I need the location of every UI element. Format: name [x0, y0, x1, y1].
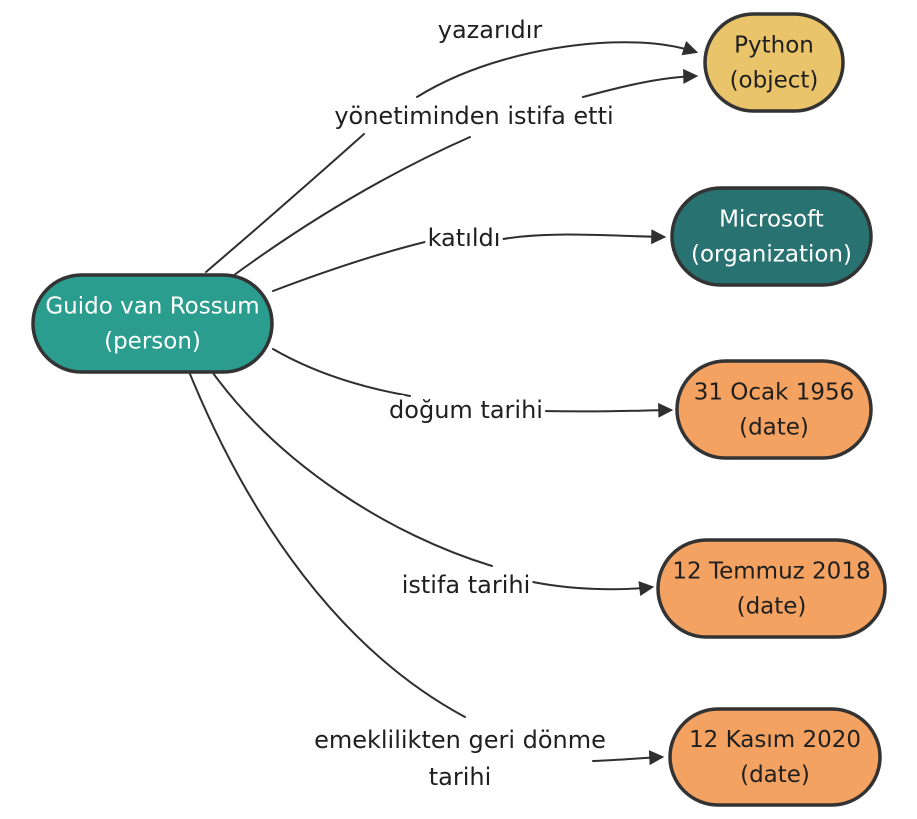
node-title: Microsoft — [719, 207, 824, 233]
edge-istifa-tarihi — [212, 372, 652, 589]
node-title: Guido van Rossum — [45, 294, 259, 320]
edge-label-emeklilikten-line2: tarihi — [429, 763, 492, 791]
node-shape — [31, 273, 274, 374]
edge-yonetiminden-istifa-etti — [229, 76, 696, 279]
node-type: (organization) — [691, 242, 852, 268]
edge-label-istifa-tarihi: istifa tarihi — [402, 571, 531, 599]
edge-label-yonetiminden-istifa-etti: yönetiminden istifa etti — [334, 102, 613, 130]
node-12-kasim-2020: 12 Kasım 2020 (date) — [668, 707, 882, 807]
node-title: 12 Kasım 2020 — [689, 727, 861, 753]
node-type: (person) — [104, 329, 201, 355]
edge-label-yazaridir: yazarıdır — [438, 16, 543, 44]
node-shape — [675, 359, 873, 460]
node-12-temmuz-2018: 12 Temmuz 2018 (date) — [656, 538, 887, 639]
edge-label-katildi: katıldı — [428, 224, 501, 252]
node-type: (date) — [740, 762, 810, 788]
node-guido-van-rossum: Guido van Rossum (person) — [31, 273, 274, 374]
edge-yazaridir — [205, 42, 696, 273]
node-python: Python (object) — [703, 12, 845, 113]
node-title: 12 Temmuz 2018 — [672, 559, 870, 585]
node-microsoft: Microsoft (organization) — [670, 186, 873, 287]
node-31-ocak-1956: 31 Ocak 1956 (date) — [675, 359, 873, 460]
node-type: (date) — [739, 415, 809, 441]
node-title: Python — [734, 33, 814, 59]
node-shape — [670, 186, 873, 287]
node-type: (date) — [737, 594, 807, 620]
node-title: 31 Ocak 1956 — [694, 380, 855, 406]
node-type: (object) — [730, 68, 819, 94]
edge-label-emeklilikten-line1: emeklilikten geri dönme — [314, 726, 606, 754]
edge-label-dogum-tarihi: doğum tarihi — [389, 396, 543, 424]
node-shape — [668, 707, 882, 807]
edge-emeklilikten-geri-donme-tarihi — [189, 373, 662, 761]
node-shape — [656, 538, 887, 639]
node-shape — [703, 12, 845, 113]
edge-dogum-tarihi — [272, 348, 671, 411]
edge-katildi — [272, 235, 664, 292]
